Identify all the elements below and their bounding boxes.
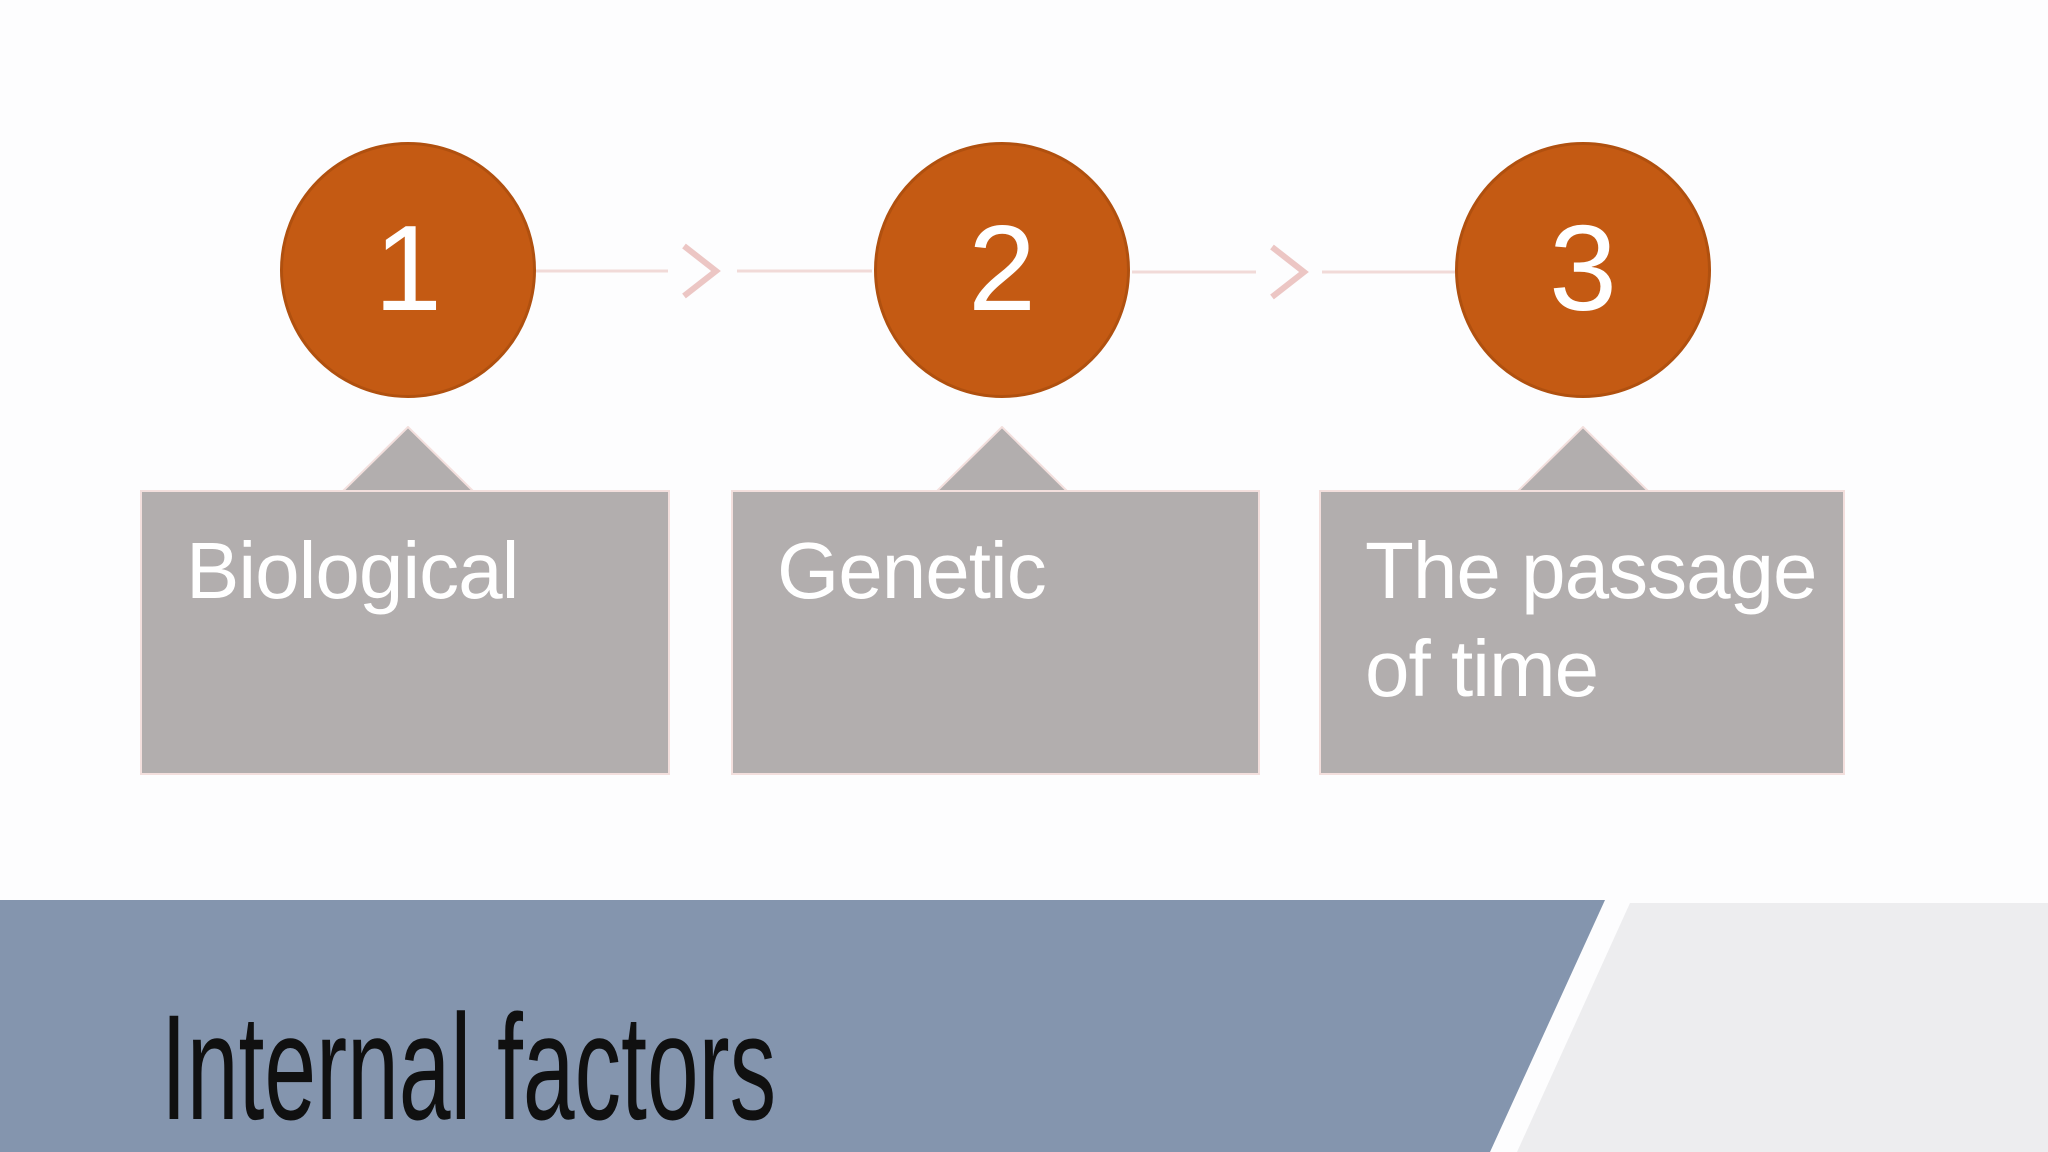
step-circle-1: 1 bbox=[280, 142, 536, 398]
step-box-biological: Biological bbox=[140, 490, 670, 775]
slide-title: Internal factors bbox=[161, 983, 777, 1151]
chevron-right-icon bbox=[1270, 244, 1309, 300]
step-box-genetic: Genetic bbox=[731, 490, 1260, 775]
footer-corner-wedge bbox=[1517, 903, 2048, 1152]
chevron-right-icon bbox=[682, 243, 721, 299]
step-label: Genetic bbox=[777, 526, 1047, 615]
step-box-passage-of-time: The passage of time bbox=[1319, 490, 1845, 775]
callout-pointer bbox=[1516, 426, 1650, 492]
callout-pointer bbox=[935, 426, 1069, 492]
step-label: The passage of time bbox=[1365, 526, 1818, 713]
footer-band-shape bbox=[0, 900, 1605, 1152]
step-circle-2: 2 bbox=[874, 142, 1130, 398]
step-circle-3: 3 bbox=[1455, 142, 1711, 398]
footer-band bbox=[0, 900, 2048, 1152]
step-number: 2 bbox=[968, 200, 1036, 336]
callout-pointer bbox=[341, 426, 475, 492]
step-label: Biological bbox=[186, 526, 519, 615]
step-number: 3 bbox=[1549, 200, 1617, 336]
step-number: 1 bbox=[374, 200, 442, 336]
